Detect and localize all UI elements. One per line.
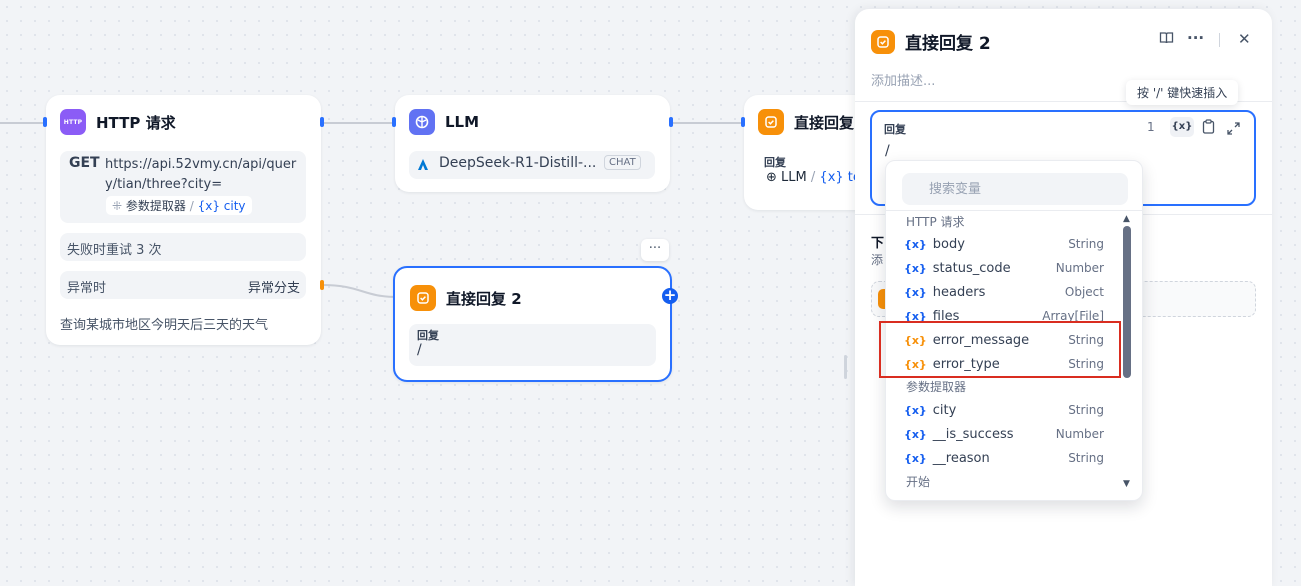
edge-http-answer2: [322, 284, 398, 298]
llm-small-icon: ⊕: [766, 170, 777, 185]
param-chip: ⁜ 参数提取器 / {x} city: [106, 196, 252, 215]
scroll-down-icon[interactable]: ▼: [1123, 479, 1130, 489]
editor-label: 回复: [884, 123, 906, 136]
http-output-port[interactable]: [320, 117, 324, 127]
group-http-request: HTTP 请求: [906, 215, 965, 229]
reply-label: 回复: [417, 329, 439, 342]
answer-icon: [871, 29, 895, 54]
param-extractor-icon: ⁜: [112, 199, 123, 213]
variable-item-body[interactable]: {x} body String: [904, 236, 1104, 252]
variable-icon: {x}: [904, 403, 927, 417]
variable-item-error-type[interactable]: {x} error_type String: [904, 356, 1104, 372]
panel-divider: [855, 101, 1272, 102]
node-title: HTTP 请求: [96, 113, 176, 132]
scroll-up-icon[interactable]: ▲: [1123, 214, 1130, 224]
node-more-button[interactable]: ···: [641, 239, 669, 261]
llm-icon: [409, 109, 435, 135]
node-title: 直接回复 2: [446, 289, 522, 308]
editor-value: /: [885, 143, 890, 159]
exception-field: 异常时 异常分支: [60, 271, 306, 299]
book-icon[interactable]: [1159, 30, 1174, 49]
panel-title[interactable]: 直接回复 2: [905, 34, 991, 54]
http-url: https://api.52vmy.cn/api/query/tian/thre…: [105, 157, 297, 192]
expand-icon[interactable]: [1227, 120, 1240, 139]
llm-node[interactable]: LLM DeepSeek-R1-Distill-... CHAT: [395, 95, 670, 192]
variable-item-reason[interactable]: {x} __reason String: [904, 450, 1104, 466]
edge-start-http: [0, 122, 44, 124]
editor-count: 1: [1147, 120, 1155, 134]
edge-http-llm: [323, 122, 395, 124]
variable-item-is-success[interactable]: {x} __is_success Number: [904, 426, 1104, 442]
http-url-field[interactable]: GET https://api.52vmy.cn/api/query/tian/…: [60, 151, 306, 223]
chat-badge: CHAT: [604, 155, 641, 170]
shortcut-tooltip: 按 '/' 键快速插入: [1126, 80, 1239, 105]
variable-icon: {x}: [904, 237, 927, 251]
error-vars-highlight: [879, 321, 1121, 378]
insert-variable-button[interactable]: {x}: [1170, 117, 1194, 137]
group-parameter-extractor: 参数提取器: [906, 380, 967, 394]
http-icon: HTTP: [60, 109, 86, 135]
variable-item-headers[interactable]: {x} headers Object: [904, 284, 1104, 300]
answer2-reply-field[interactable]: 回复 /: [409, 324, 656, 366]
variable-search-input[interactable]: [902, 173, 1128, 205]
answer1-input-port[interactable]: [741, 117, 745, 127]
variable-icon: {x}: [904, 357, 927, 371]
variable-item-status-code[interactable]: {x} status_code Number: [904, 260, 1104, 276]
node-title: 直接回复: [794, 113, 855, 132]
header-divider: [1219, 33, 1220, 47]
model-provider-icon: [416, 157, 430, 176]
llm-output-port[interactable]: [669, 117, 673, 127]
variable-icon: {x}: [904, 309, 927, 323]
dropdown-scrollbar[interactable]: [1123, 226, 1131, 378]
group-start: 开始: [906, 475, 931, 489]
answer-icon: [758, 109, 784, 135]
variable-icon: {x}: [904, 285, 927, 299]
close-icon[interactable]: ✕: [1238, 30, 1251, 48]
clipboard-icon[interactable]: [1202, 119, 1215, 138]
resize-handle[interactable]: [844, 355, 847, 379]
llm-input-port[interactable]: [392, 117, 396, 127]
dropdown-divider: [886, 210, 1142, 211]
llm-model-name: DeepSeek-R1-Distill-...: [439, 155, 597, 171]
add-node-button[interactable]: +: [662, 286, 678, 304]
more-icon[interactable]: ···: [1187, 29, 1205, 47]
description-input[interactable]: 添加描述...: [871, 74, 936, 89]
http-method: GET: [69, 155, 100, 171]
variable-icon: {x}: [904, 451, 927, 465]
http-exception-port[interactable]: [320, 280, 324, 290]
node-title: LLM: [445, 113, 480, 131]
variable-item-city[interactable]: {x} city String: [904, 402, 1104, 418]
answer-icon: [410, 285, 436, 311]
next-step-desc: 添: [871, 253, 884, 267]
variable-icon: {x}: [904, 261, 927, 275]
variable-item-files[interactable]: {x} files Array[File]: [904, 308, 1104, 324]
variable-item-error-message[interactable]: {x} error_message String: [904, 332, 1104, 348]
http-request-node[interactable]: HTTP HTTP 请求 GET https://api.52vmy.cn/ap…: [46, 95, 321, 345]
variable-dropdown: HTTP 请求 {x} body String {x} status_code …: [885, 160, 1143, 501]
variable-icon: {x}: [904, 333, 927, 347]
retry-field: 失败时重试 3 次: [60, 233, 306, 261]
reply-value: /: [417, 342, 422, 358]
variable-icon: {x}: [904, 427, 927, 441]
node-description: 查询某城市地区今明天后三天的天气: [60, 318, 269, 333]
next-step-title: 下: [871, 236, 885, 251]
llm-model-field[interactable]: DeepSeek-R1-Distill-... CHAT: [409, 151, 655, 179]
answer-field-label: 回复: [764, 156, 786, 169]
http-input-port[interactable]: [43, 117, 47, 127]
answer-var-chip: ⊕ LLM / {x} te: [766, 170, 861, 185]
edge-llm-answer: [670, 122, 744, 124]
answer-node-2[interactable]: 直接回复 2 回复 /: [393, 266, 672, 382]
